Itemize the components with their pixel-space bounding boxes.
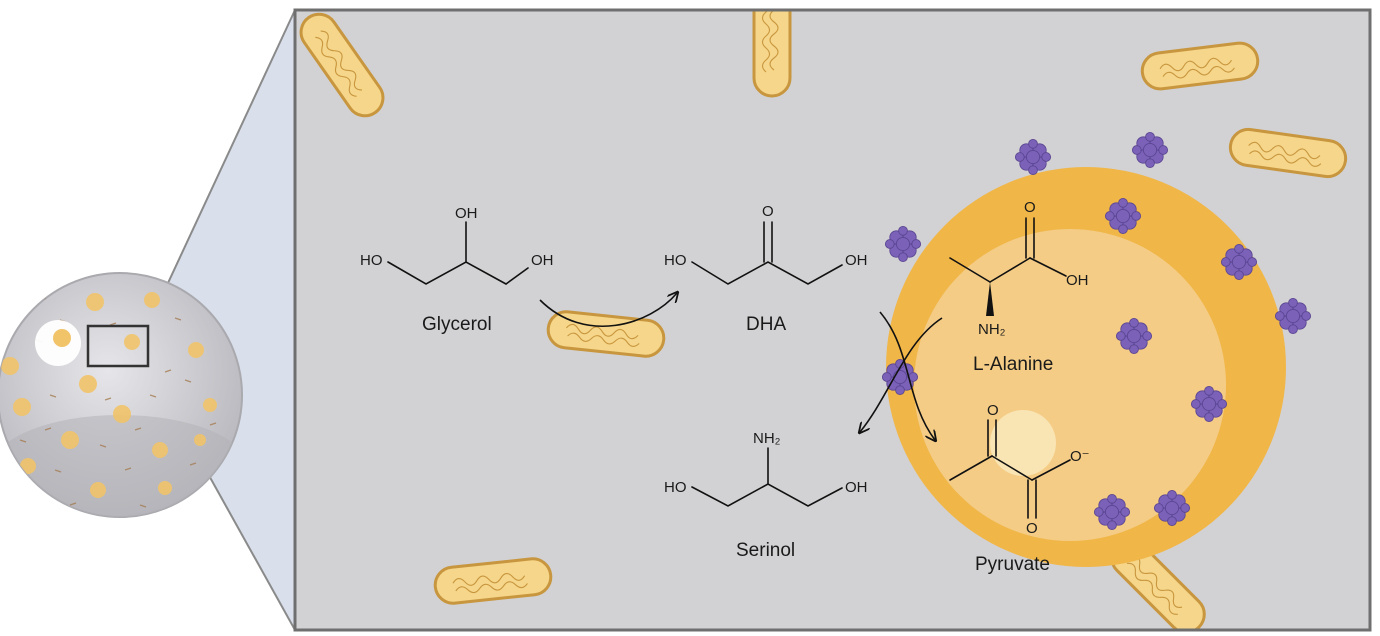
- bead-sphere-icon: [0, 272, 243, 518]
- alanine-nh2: NH₂: [978, 321, 1006, 338]
- alanine-structure: O OH NH₂ L-Alanine: [949, 199, 1089, 375]
- glycerol-oh-right: OH: [531, 252, 554, 269]
- serinol-oh-right: OH: [845, 479, 868, 496]
- alanine-oh: OH: [1066, 272, 1089, 289]
- glycerol-to-dha-arrow: [539, 293, 677, 328]
- pyruvate-structure: O O⁻ O Pyruvate: [949, 402, 1090, 575]
- dha-structure: O HO OH DHA: [664, 203, 868, 335]
- serinol-label: Serinol: [736, 540, 795, 561]
- glycerol-oh-top: OH: [455, 205, 478, 222]
- serinol-nh2: NH₂: [753, 430, 781, 447]
- zoom-cone: [148, 10, 295, 630]
- pyruvate-o-minus: O⁻: [1070, 448, 1090, 465]
- immobilized-cell-icon: [886, 167, 1286, 567]
- glycerol-label: Glycerol: [422, 314, 492, 335]
- alanine-o-top: O: [1024, 199, 1036, 216]
- serinol-ho-left: HO: [664, 479, 687, 496]
- dha-oh-right: OH: [845, 252, 868, 269]
- dha-label: DHA: [746, 314, 786, 335]
- glycerol-structure: OH HO OH Glycerol: [360, 205, 554, 335]
- serinol-structure: NH₂ HO OH Serinol: [664, 430, 868, 561]
- alanine-to-pyruvate-arrow: [879, 311, 935, 440]
- alanine-label: L-Alanine: [973, 354, 1053, 375]
- pyruvate-label: Pyruvate: [975, 554, 1050, 575]
- pyruvate-o-top: O: [987, 402, 999, 419]
- dha-o-top: O: [762, 203, 774, 220]
- glycerol-ho-left: HO: [360, 252, 383, 269]
- dha-to-serinol-arrow: [860, 317, 943, 432]
- dha-ho-left: HO: [664, 252, 687, 269]
- pyruvate-o-bottom: O: [1026, 520, 1038, 537]
